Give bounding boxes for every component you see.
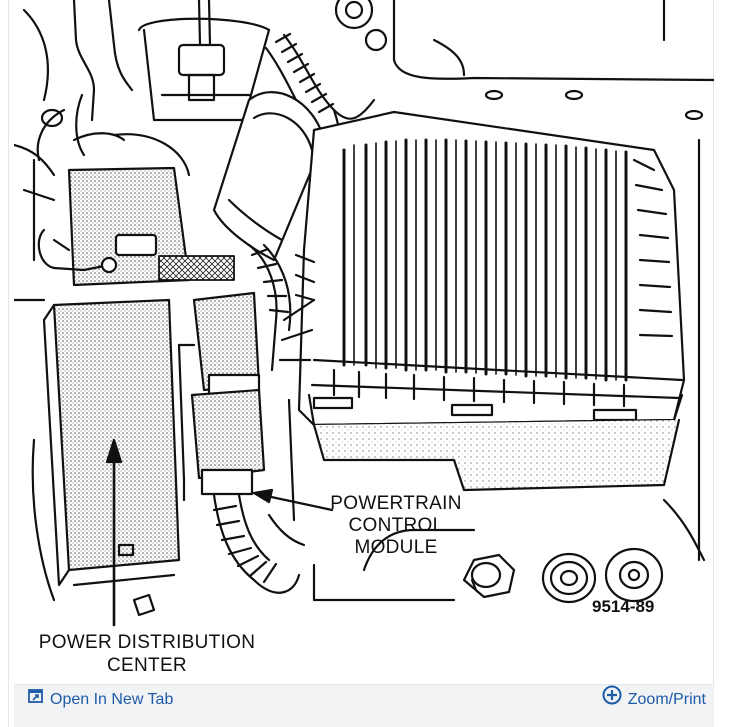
leader-lines — [105, 438, 334, 627]
upper-center-connector — [137, 0, 388, 122]
mesh-strip — [158, 255, 235, 281]
zoom-print-label: Zoom/Print — [627, 691, 706, 708]
pcm-label-line1: POWERTRAIN — [330, 493, 461, 514]
air-cleaner-housing — [278, 110, 686, 492]
pdc-label-line2: CENTER — [107, 655, 187, 676]
zoom-plus-icon — [602, 685, 622, 715]
zoom-print-link[interactable]: Zoom/Print — [602, 685, 706, 715]
pcm-label-line2: CONTROL — [349, 515, 444, 536]
pdc-label-line1: POWER DISTRIBUTION — [39, 632, 256, 653]
pcm-label-line3: MODULE — [354, 537, 437, 558]
powertrain-control-module — [177, 291, 266, 502]
image-toolbar: Open In New Tab Zoom/Print — [14, 684, 714, 727]
viewer-border — [8, 0, 714, 727]
lower-fasteners — [132, 547, 664, 617]
open-in-new-tab-icon — [28, 686, 44, 714]
power-distribution-center — [14, 298, 181, 602]
body-panel — [362, 0, 714, 572]
engine-bay-diagram: POWERTRAIN CONTROL MODULE POWER DISTRIBU… — [14, 0, 714, 684]
figure-code: 9514-89 — [592, 597, 654, 616]
upper-left-hoses — [14, 0, 134, 262]
open-in-new-tab-link[interactable]: Open In New Tab — [28, 686, 173, 714]
wire-harness-lower — [212, 243, 306, 594]
open-in-new-tab-label: Open In New Tab — [50, 691, 174, 708]
